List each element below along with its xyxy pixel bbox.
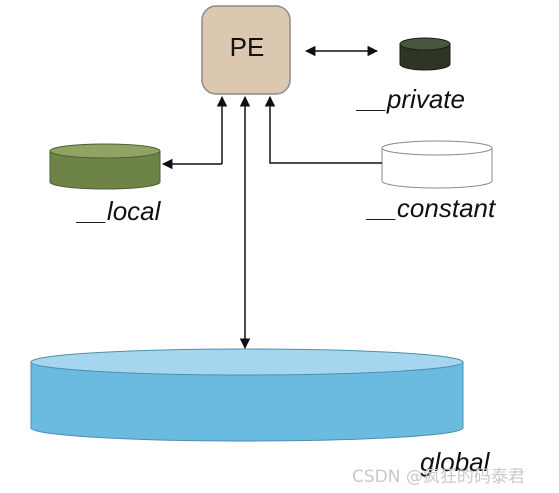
global-label: global xyxy=(420,447,490,477)
local-memory-cylinder xyxy=(49,143,161,190)
local-label: __local xyxy=(78,196,161,226)
constant-label: __constant xyxy=(368,193,496,223)
pe-box xyxy=(201,5,291,95)
private-memory-cylinder xyxy=(399,37,451,71)
global-memory-cylinder xyxy=(30,348,464,442)
watermark: CSDN @疯狂的码泰君 xyxy=(352,467,525,487)
constant-pe-arrow xyxy=(264,95,382,164)
constant-memory-cylinder xyxy=(381,140,493,189)
private-label: __private xyxy=(358,84,465,114)
pe-label: PE xyxy=(229,32,265,62)
